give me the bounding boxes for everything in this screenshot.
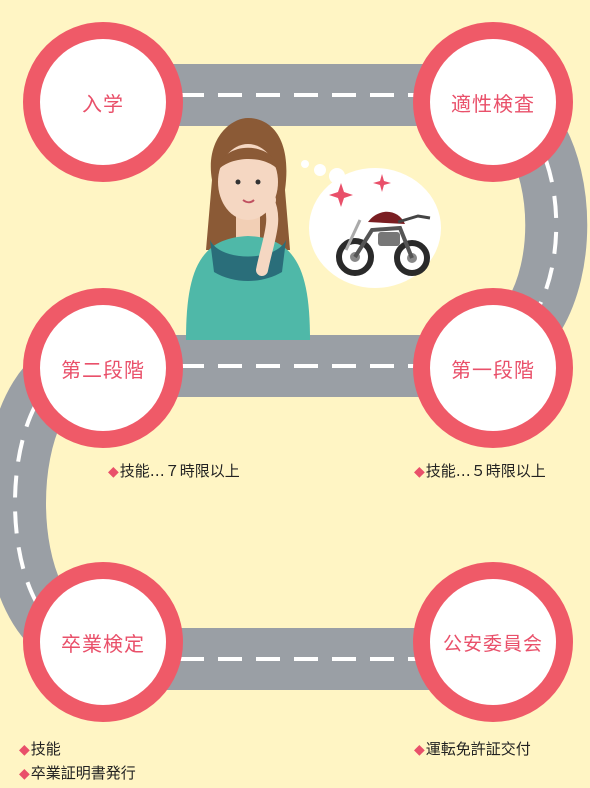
woman-thinking-illustration bbox=[186, 118, 310, 340]
note-text: 卒業証明書発行 bbox=[30, 764, 136, 782]
step-node-stage-one: 第一段階 bbox=[413, 288, 573, 448]
step-node-public-safety-commission: 公安委員会 bbox=[413, 562, 573, 722]
diamond-bullet-icon: ◆ bbox=[414, 742, 425, 758]
thought-dot-small bbox=[301, 160, 309, 168]
note-license-issuance: ◆運転免許証交付 bbox=[414, 739, 531, 760]
note-graduation-exam-skill: ◆技能 bbox=[19, 739, 61, 760]
note-graduation-certificate: ◆卒業証明書発行 bbox=[19, 763, 136, 784]
note-text: 運転免許証交付 bbox=[425, 740, 531, 758]
step-label: 適性検査 bbox=[451, 91, 535, 116]
diamond-bullet-icon: ◆ bbox=[414, 464, 425, 480]
step-label: 卒業検定 bbox=[61, 631, 145, 656]
note-stage-one: ◆技能…５時限以上 bbox=[414, 461, 546, 482]
sparkle-icon bbox=[329, 174, 391, 207]
step-label: 第一段階 bbox=[451, 357, 535, 382]
note-stage-two: ◆技能…７時限以上 bbox=[108, 461, 240, 482]
motorcycle-icon bbox=[336, 211, 431, 276]
step-node-graduation-exam: 卒業検定 bbox=[23, 562, 183, 722]
step-label: 入学 bbox=[82, 91, 124, 116]
thought-dot-medium bbox=[314, 164, 326, 176]
step-node-enrollment: 入学 bbox=[23, 22, 183, 182]
note-text: 技能 bbox=[30, 740, 61, 758]
step-label: 第二段階 bbox=[61, 357, 145, 382]
note-text: 技能…７時限以上 bbox=[119, 462, 240, 480]
step-node-stage-two: 第二段階 bbox=[23, 288, 183, 448]
diamond-bullet-icon: ◆ bbox=[19, 766, 30, 782]
step-label: 公安委員会 bbox=[442, 632, 543, 655]
step-node-aptitude-test: 適性検査 bbox=[413, 22, 573, 182]
thought-bubble-motorcycle bbox=[301, 160, 441, 288]
note-text: 技能…５時限以上 bbox=[425, 462, 546, 480]
diamond-bullet-icon: ◆ bbox=[108, 464, 119, 480]
diamond-bullet-icon: ◆ bbox=[19, 742, 30, 758]
